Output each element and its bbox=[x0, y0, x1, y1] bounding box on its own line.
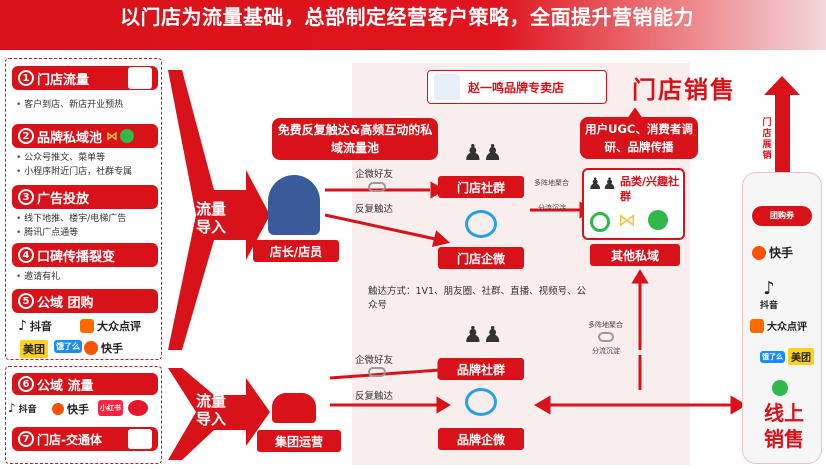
wechat-circle-icon bbox=[590, 212, 610, 232]
brand-group-node: 品牌社群 bbox=[438, 358, 524, 380]
group-people-icon: ♟♟ bbox=[463, 140, 497, 168]
platform-wechat-r: 微信 bbox=[772, 380, 788, 396]
flow-label-top: 流量导入 bbox=[196, 200, 236, 236]
douyin-icon: ♪ bbox=[763, 280, 775, 298]
repeat-reach-label-2: 反复触达 bbox=[355, 388, 393, 402]
link-icon bbox=[368, 182, 386, 192]
link-icon bbox=[598, 332, 614, 342]
online-sales-title: 线上销售 bbox=[760, 400, 808, 452]
touch-methods-label: 触达方式：1V1、朋友圈、社群、直播、视频号、公众号 bbox=[368, 285, 588, 313]
arrow-head bbox=[438, 399, 448, 411]
miniprogram-icon bbox=[648, 210, 668, 230]
brand-wecom-node: 品牌企微 bbox=[438, 428, 524, 450]
dianping-icon bbox=[750, 319, 764, 333]
store-name-box: 赵一鸣品牌专卖店 bbox=[427, 70, 607, 104]
platform-kuaishou-r: 快手 bbox=[752, 244, 793, 261]
group-ops-icon bbox=[272, 393, 316, 423]
kuaishou-icon bbox=[752, 246, 766, 260]
group-people-icon: ♟♟ bbox=[588, 174, 617, 193]
store-display-label: 门店展销 bbox=[760, 118, 774, 162]
platform-douyin-r: ♪抖音 bbox=[760, 280, 778, 311]
arrow-head bbox=[434, 233, 447, 245]
split-settle-label-1: 分流沉淀 bbox=[538, 203, 566, 213]
store-group-node: 门店社群 bbox=[438, 176, 524, 198]
miniprogram-icon bbox=[772, 380, 788, 396]
wechat-friend-label-2: 企微好友 bbox=[355, 352, 393, 366]
platform-eleme-r: 饿了么 bbox=[760, 351, 785, 363]
group-buy-tag: 团购券 bbox=[752, 206, 812, 226]
arrow-head bbox=[537, 398, 549, 412]
split-settle-label-2: 分流沉淀 bbox=[592, 346, 620, 356]
store-sales-title: 门店销售 bbox=[632, 70, 736, 105]
arrow-reach-1 bbox=[325, 215, 440, 240]
platform-eleme-meituan-r: 饿了么 美团 bbox=[760, 348, 814, 365]
butterfly-icon: ⋈ bbox=[618, 210, 636, 231]
wecom-icon bbox=[465, 388, 497, 416]
store-manager-node: 店长/店员 bbox=[253, 240, 339, 262]
wechat-friend-label-1: 企微好友 bbox=[355, 166, 393, 180]
store-wecom-node: 门店企微 bbox=[438, 247, 524, 269]
private-pool-callout: 免费反复触达&高频互动的私域流量池 bbox=[272, 118, 438, 160]
multi-aggregate-label-1: 多阵地聚合 bbox=[534, 178, 569, 188]
flow-label-bottom: 流量导入 bbox=[196, 392, 236, 428]
category-group-label: 品类/兴趣社群 bbox=[620, 174, 680, 204]
other-private-node: 其他私域 bbox=[590, 244, 680, 266]
wecom-icon bbox=[465, 210, 497, 238]
link-icon bbox=[368, 367, 386, 377]
store-name-label: 赵一鸣品牌专卖店 bbox=[468, 79, 564, 96]
ugc-callout: 用户UGC、消费者调研、品牌传播 bbox=[580, 117, 698, 159]
group-people-icon: ♟♟ bbox=[463, 322, 497, 350]
platform-meituan-r: 美团 bbox=[788, 348, 814, 365]
arrow-head bbox=[634, 272, 646, 282]
store-manager-avatar bbox=[268, 175, 320, 235]
group-ops-node: 集团运营 bbox=[257, 430, 341, 452]
platform-dianping-r: 大众点评 bbox=[750, 318, 807, 333]
multi-aggregate-label-2: 多阵地聚合 bbox=[588, 320, 623, 330]
mascot-icon bbox=[434, 74, 460, 100]
repeat-reach-label-1: 反复触达 bbox=[355, 201, 393, 215]
